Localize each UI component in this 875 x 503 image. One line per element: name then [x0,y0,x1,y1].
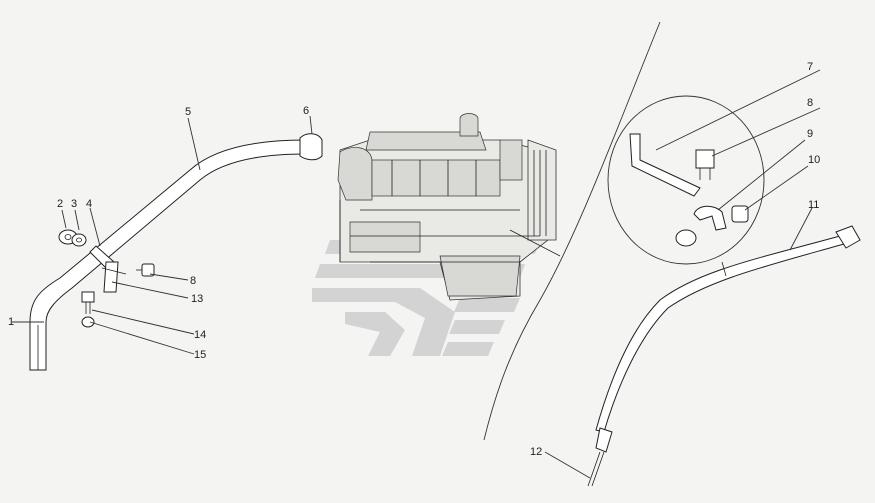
callout-labels: 1 2 3 4 5 6 7 8 8 9 10 11 12 13 14 15 [8,61,820,458]
engine-illustration [337,113,561,301]
callout-12: 12 [530,446,542,458]
bracket-parts [81,261,155,328]
leader-lines [12,69,821,479]
callout-14: 14 [194,329,206,341]
washer-parts [58,229,87,247]
hose-assembly [29,133,323,371]
callout-8-left: 8 [190,275,196,287]
callout-11: 11 [808,199,819,211]
callout-7: 7 [807,61,813,73]
separator-line [483,21,661,441]
callout-3: 3 [71,198,77,210]
callout-4: 4 [86,198,92,210]
callout-5: 5 [185,106,191,118]
callout-6: 6 [303,105,309,117]
dipstick-assembly [587,225,861,487]
callout-2: 2 [57,198,63,210]
detail-view [607,95,765,277]
callout-8-detail: 8 [807,97,813,109]
callout-9: 9 [807,128,813,140]
callout-13: 13 [191,293,203,305]
callout-10: 10 [808,154,820,166]
callout-15: 15 [194,349,206,361]
callout-1: 1 [8,316,14,328]
